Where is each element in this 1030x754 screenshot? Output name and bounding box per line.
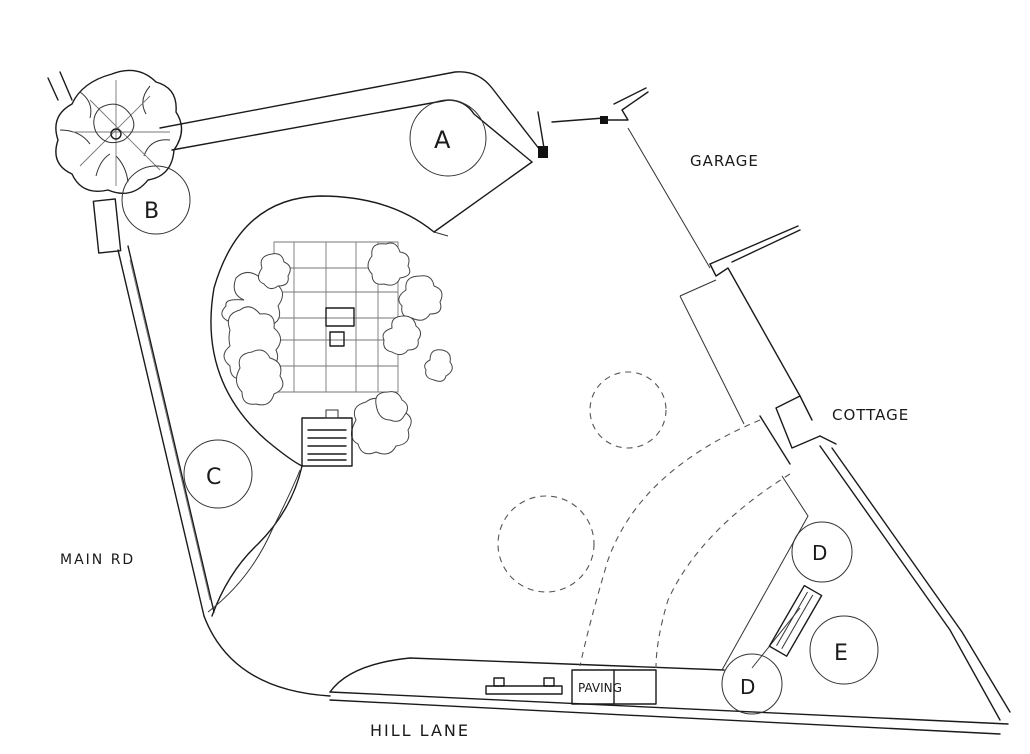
circle-d-lower	[721, 653, 783, 715]
bench-lane	[485, 685, 563, 695]
paving-label: PAVING	[578, 681, 622, 695]
gate-left	[92, 198, 122, 254]
marker-d-upper: D	[812, 541, 827, 565]
top-path	[159, 71, 548, 163]
marker-d-lower: D	[740, 675, 755, 699]
circular-bed	[210, 161, 533, 467]
main-road-label: MAIN RD	[60, 552, 135, 568]
garden-table	[325, 307, 355, 327]
marker-a: A	[434, 126, 451, 154]
gate-post	[538, 146, 548, 158]
garden-chair	[329, 331, 345, 347]
cottage-label: COTTAGE	[832, 406, 909, 424]
hill-lane-label: HILL LANE	[370, 721, 470, 740]
marker-c: C	[206, 465, 221, 490]
dashed-paths	[497, 371, 791, 669]
tree	[55, 69, 183, 194]
steps	[301, 409, 353, 467]
building-wall	[551, 87, 1011, 721]
corner-bed	[721, 475, 823, 671]
paving-strip	[485, 669, 657, 705]
garage-label: GARAGE	[690, 152, 759, 170]
bushes	[221, 242, 453, 455]
lawn-edge	[203, 465, 331, 697]
left-boundary	[47, 71, 215, 617]
circle-b	[121, 165, 191, 235]
circle-c	[183, 439, 253, 509]
bench-corner	[768, 584, 823, 657]
marker-e: E	[834, 641, 848, 666]
planting-circles	[121, 99, 879, 715]
marker-b: B	[144, 199, 159, 224]
circle-e	[809, 615, 879, 685]
circle-d-upper	[791, 521, 853, 583]
circle-a	[409, 99, 487, 177]
bottom-boundary	[329, 657, 1009, 735]
